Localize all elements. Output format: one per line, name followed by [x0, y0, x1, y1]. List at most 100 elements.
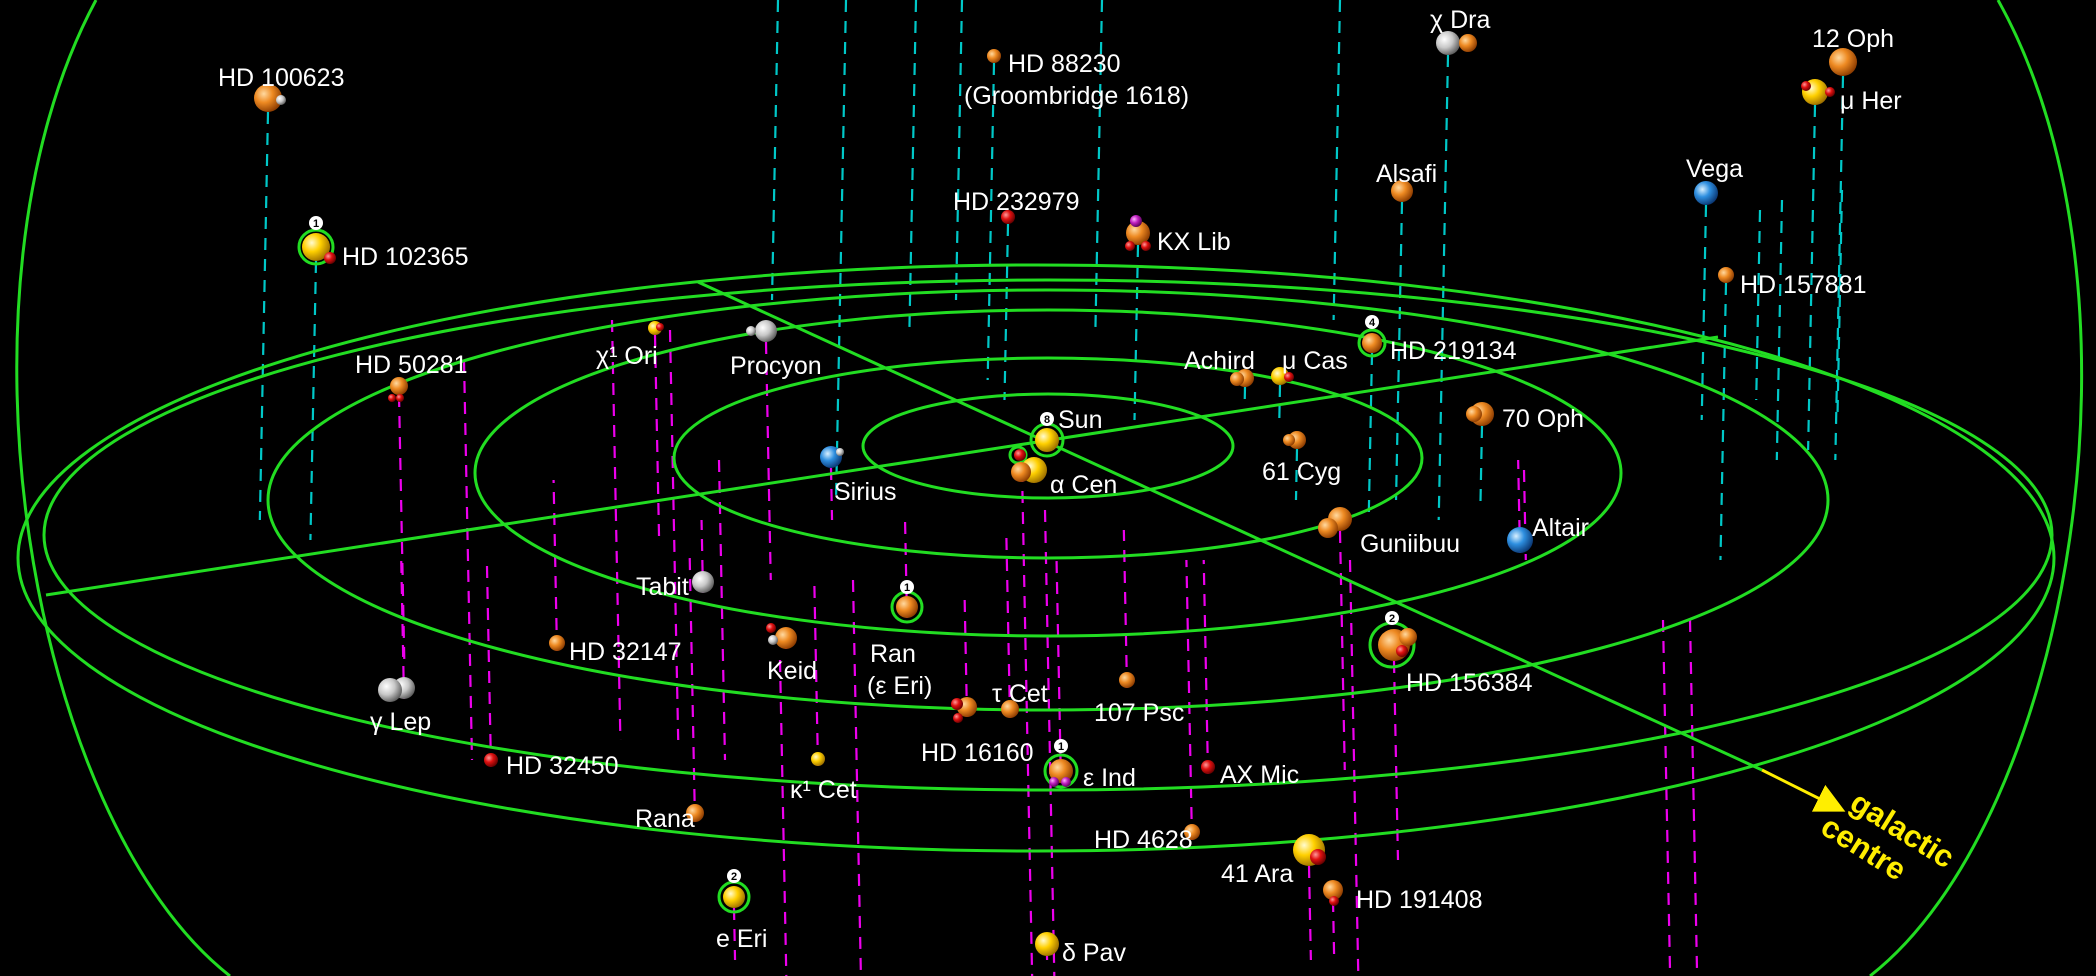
drop-line-5	[1332, 0, 1342, 321]
drop-line-hd-191408	[1331, 899, 1336, 961]
drop-line-tau-cet	[1005, 529, 1012, 719]
star-label-kappa1-cet: κ¹ Cet	[790, 776, 857, 804]
star-label-hd-4628: HD 4628	[1094, 826, 1193, 854]
drop-line-sirius	[829, 467, 834, 521]
drop-line-0	[770, 0, 780, 301]
drop-line-7	[1755, 209, 1762, 401]
companion-gamma-lep-0	[378, 678, 402, 702]
star-delta-pav	[1035, 932, 1059, 956]
stars-layer	[254, 31, 1857, 956]
star-hd-50281	[390, 377, 408, 395]
star-label-guniibuu: Guniibuu	[1360, 530, 1460, 558]
drop-line-16	[1348, 559, 1360, 976]
drop-line-mu-cas	[1278, 384, 1282, 421]
companion-hd-100623-0	[276, 95, 286, 105]
star-alsafi	[1391, 180, 1413, 202]
drop-line-2	[908, 0, 918, 331]
drop-line-hd-156384	[1392, 660, 1400, 861]
planet-count-epsilon-ind: 1	[1058, 741, 1064, 753]
star-vega	[1694, 181, 1718, 205]
drop-line-hd-102365	[309, 260, 318, 541]
drop-line-15	[1522, 469, 1527, 561]
star-label-mu-cas: μ Cas	[1282, 347, 1348, 375]
companion-keid-1	[768, 635, 778, 645]
planet-halo-hd-219134	[1357, 328, 1387, 358]
drop-line-70-oph	[1479, 425, 1484, 511]
star-label-alsafi: Alsafi	[1376, 160, 1437, 188]
drop-line-kappa1-cet	[813, 579, 820, 767]
star-kappa1-cet	[811, 752, 825, 766]
star-hd-88230	[987, 49, 1001, 63]
drop-line-41-ara	[1307, 865, 1312, 961]
star-hd-102365	[302, 233, 330, 261]
planet-count-hd-102365: 1	[313, 218, 319, 230]
companion-alpha-cen-0	[1011, 462, 1031, 482]
drop-line-6	[1775, 199, 1784, 461]
star-altair	[1507, 527, 1533, 553]
drop-line-e-eri	[732, 907, 737, 961]
companion-hd-191408-0	[1329, 896, 1339, 906]
drop-line-107-psc	[1122, 529, 1129, 689]
drop-line-gamma-lep	[400, 559, 406, 700]
drop-line-altair	[1517, 459, 1522, 554]
planet-badge-ran	[900, 580, 914, 594]
drop-line-11	[1020, 469, 1034, 976]
galactic-plane-grid	[16, 263, 2056, 853]
star-label-sun: Sun	[1058, 406, 1102, 434]
companion-hd-50281-0	[388, 394, 396, 402]
star-label-hd-157881: HD 157881	[1740, 271, 1866, 299]
star-label-hd-102365: HD 102365	[342, 243, 468, 271]
star-sun	[1035, 428, 1059, 452]
star-label-hd-219134: HD 219134	[1390, 337, 1517, 365]
companion-kx-lib-0	[1130, 215, 1142, 227]
companion-epsilon-ind-1	[1061, 777, 1071, 787]
star-label-vega: Vega	[1686, 155, 1743, 183]
companion-hd-16160-0	[951, 698, 963, 710]
star-tau-cet	[1001, 700, 1019, 718]
drop-line-hd-32450	[485, 559, 493, 768]
companion-70-oph-0	[1466, 406, 1482, 422]
drop-line-alsafi	[1394, 201, 1404, 501]
planet-count-ran: 1	[904, 582, 910, 594]
planet-badge-e-eri	[727, 869, 741, 883]
companion-41-ara-0	[1310, 849, 1326, 865]
grid-ring-2	[672, 356, 1424, 560]
companion-mu-her-1	[1825, 87, 1835, 97]
star-epsilon-ind	[1049, 759, 1073, 783]
companion-sirius-0	[836, 448, 844, 456]
grid-ring-6	[16, 263, 2056, 853]
star-hd-100623	[254, 84, 282, 112]
drop-line-hd-232979	[1003, 223, 1010, 401]
companion-guniibuu-0	[1318, 518, 1338, 538]
companion-kx-lib-1	[1125, 241, 1135, 251]
drop-line-hd-32147	[552, 479, 559, 652]
galactic-centre-arrow	[1761, 768, 1846, 812]
planet-badge-hd-102365	[309, 216, 323, 230]
star-label-hd-191408: HD 191408	[1356, 886, 1482, 914]
companion-alpha-cen-1	[1014, 449, 1026, 461]
star-label-hd-156384: HD 156384	[1406, 669, 1533, 697]
star-hd-32147	[549, 635, 565, 651]
star-label-chi1-ori: χ¹ Ori	[596, 342, 658, 370]
star-label-kx-lib: KX Lib	[1157, 228, 1231, 256]
star-ax-mic	[1201, 760, 1215, 774]
star-label-hd-32147: HD 32147	[569, 638, 682, 666]
drop-line-ax-mic	[1202, 559, 1210, 775]
star-label-ran: Ran	[870, 640, 916, 668]
star-label-tau-cet: τ Cet	[992, 680, 1048, 708]
star-label-alpha-cen: α Cen	[1050, 471, 1117, 499]
star-keid	[775, 627, 797, 649]
star-procyon	[755, 320, 777, 342]
companion-hd-16160-1	[953, 713, 963, 723]
star-label-mu-her: μ Her	[1840, 87, 1902, 115]
drop-line-1	[834, 0, 848, 501]
drop-line-epsilon-ind	[1055, 559, 1063, 784]
companion-mu-her-0	[1801, 81, 1811, 91]
companion-hd-102365-0	[324, 252, 336, 264]
drop-line-4	[1094, 0, 1104, 331]
star-label-hd-32450: HD 32450	[506, 752, 619, 780]
star-label-hd-100623: HD 100623	[218, 64, 344, 92]
galactic-centre-label: galactic centre	[1815, 778, 1968, 910]
drop-line-mu-her	[1807, 104, 1817, 451]
